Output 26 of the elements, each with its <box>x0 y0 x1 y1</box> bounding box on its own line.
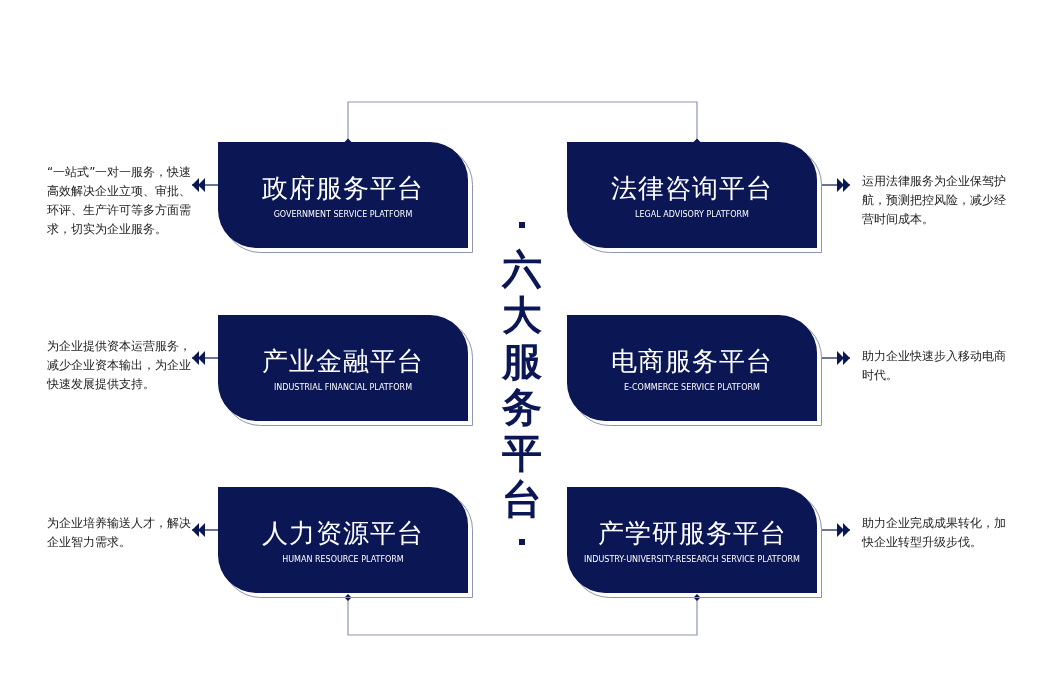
description-text: 助力企业完成成果转化，加快企业转型升级步伐。 <box>862 514 1007 552</box>
description-text: “一站式”一对一服务，快速高效解决企业立项、审批、环评、生产许可等多方面需求，切实为企业服务。 <box>47 163 192 239</box>
platform-subtitle: INDUSTRY-UNIVERSITY-RESEARCH SERVICE PLATFORM <box>583 555 801 565</box>
platform-box <box>218 487 474 599</box>
description-text: 助力企业快速步入移动电商时代。 <box>862 347 1007 385</box>
vertical-title: 六大服务平台 <box>500 246 543 522</box>
platform-title: 电商服务平台 <box>610 345 774 377</box>
platform-subtitle: GOVERNMENT SERVICE PLATFORM <box>272 210 414 220</box>
platform-title: 人力资源平台 <box>261 517 425 549</box>
platform-box <box>218 315 474 427</box>
platform-subtitle: INDUSTRIAL FINANCIAL PLATFORM <box>272 383 414 393</box>
platform-title: 产业金融平台 <box>261 345 425 377</box>
platform-subtitle: E-COMMERCE SERVICE PLATFORM <box>623 383 761 393</box>
platform-title: 政府服务平台 <box>261 172 425 204</box>
platform-box <box>567 142 823 254</box>
platform-box <box>218 142 474 254</box>
connector-line <box>344 594 701 636</box>
platform-subtitle: HUMAN RESOURCE PLATFORM <box>281 555 405 565</box>
description-text: 运用法律服务为企业保驾护航，预测把控风险，减少经营时间成本。 <box>862 172 1007 229</box>
platform-box <box>567 487 823 599</box>
description-text: 为企业培养输送人才，解决企业智力需求。 <box>47 514 192 552</box>
platform-title: 法律咨询平台 <box>610 172 774 204</box>
platform-box <box>567 315 823 427</box>
platform-subtitle: LEGAL ADVISORY PLATFORM <box>634 210 750 220</box>
platform-title: 产学研服务平台 <box>596 517 788 549</box>
description-text: 为企业提供资本运营服务，减少企业资本输出，为企业快速发展提供支持。 <box>47 337 192 394</box>
